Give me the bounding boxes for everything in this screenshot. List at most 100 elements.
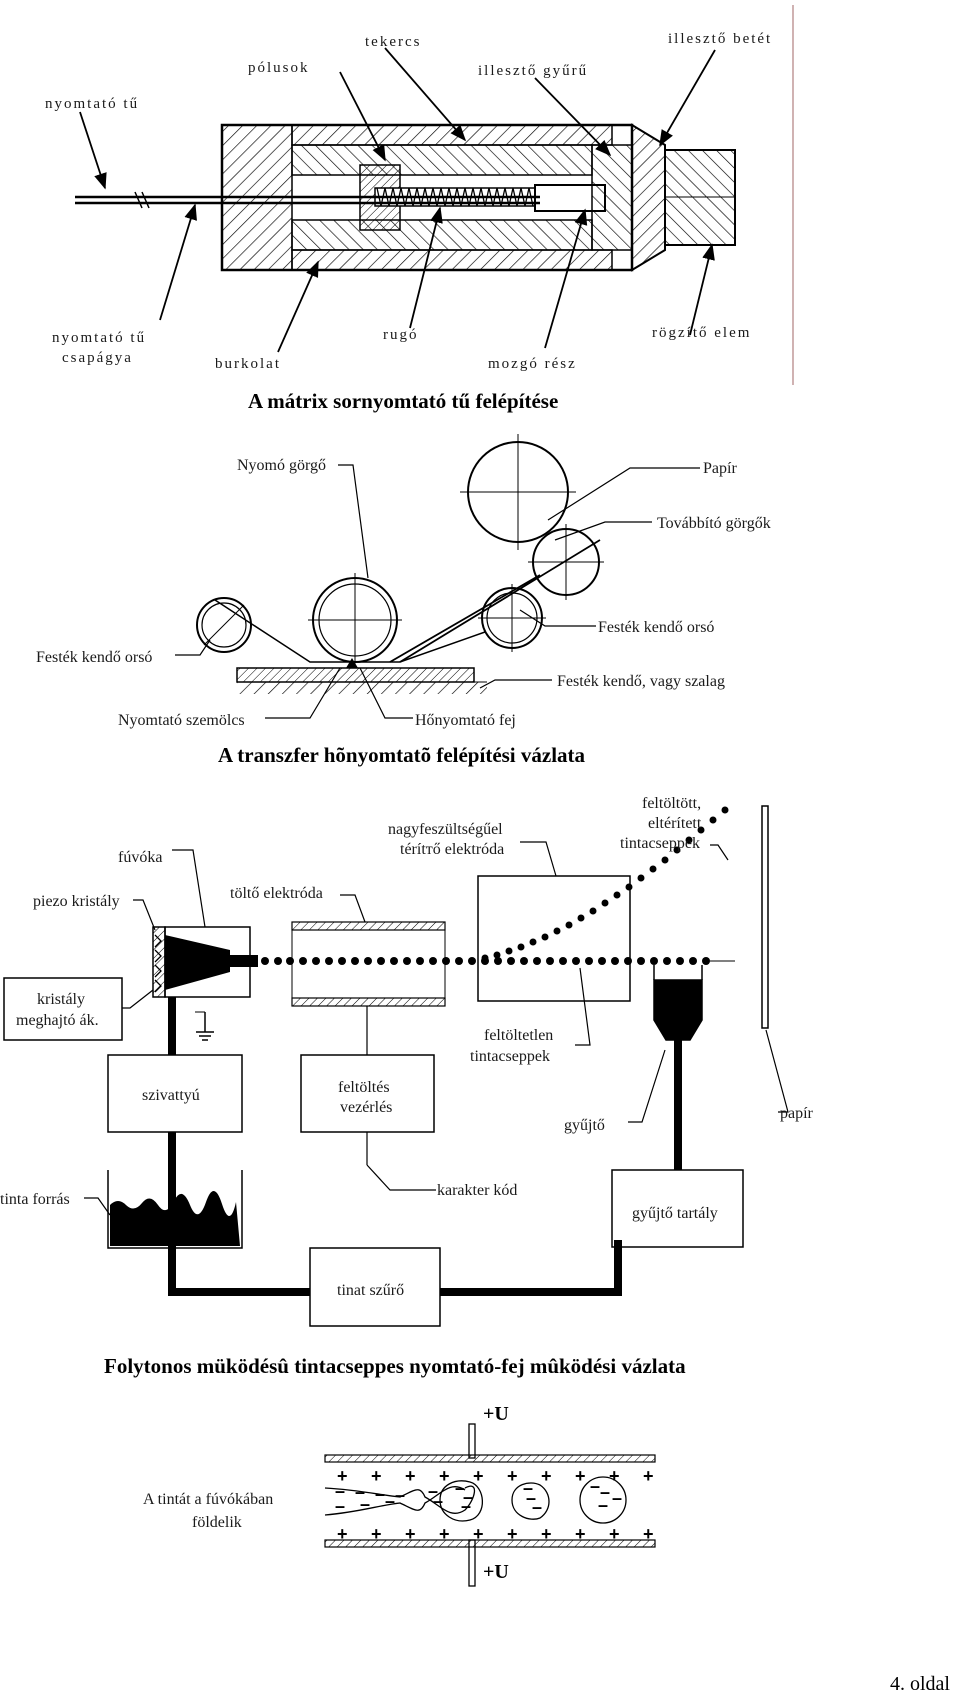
label-crystal-driver-2: meghajtó ák. xyxy=(16,1012,99,1029)
label-spring: rugó xyxy=(383,327,419,343)
coil-upper xyxy=(291,144,593,176)
needle-diagram xyxy=(75,5,794,385)
collector-tank-box xyxy=(611,1169,744,1248)
label-paper-d2: Papír xyxy=(703,460,737,477)
label-pressure-roller: Nyomó görgő xyxy=(237,457,326,474)
paper-sheet xyxy=(761,805,769,1029)
label-hv-electrode-1: nagyfeszültségűel xyxy=(388,821,503,838)
nozzle-cone xyxy=(165,935,230,990)
label-charged-1: feltöltött, xyxy=(642,795,701,812)
label-poles: pólusok xyxy=(248,60,310,76)
label-grounding-2: földelik xyxy=(192,1514,242,1531)
plus-sign: + xyxy=(507,1524,518,1544)
label-charged-2: eltérített xyxy=(648,815,702,832)
label-coil: tekercs xyxy=(365,34,421,50)
label-collector-tank: gyűjtő tartály xyxy=(632,1205,718,1222)
minus-sign: – xyxy=(395,1485,405,1505)
minus-sign: – xyxy=(598,1495,608,1515)
electrode-plate-bottom xyxy=(324,1539,656,1548)
pipes xyxy=(168,997,682,1296)
label-ink-source: tinta forrás xyxy=(0,1191,70,1208)
label-uncharged-2: tintacseppek xyxy=(470,1048,550,1065)
minus-sign: – xyxy=(428,1481,438,1501)
diagram3-title: Folytonos müködésû tintacseppes nyomtató… xyxy=(104,1354,686,1378)
diagram1-title: A mátrix sornyomtató tű felépítése xyxy=(248,389,558,413)
minus-sign: – xyxy=(532,1497,542,1517)
label-paper-d3: papír xyxy=(780,1105,814,1122)
label-ribbon-spool-left: Festék kendő orsó xyxy=(36,649,152,666)
label-fitting-ring: illesztő gyűrű xyxy=(478,63,588,79)
label-charged-3: tintacseppek xyxy=(620,835,700,852)
plus-sign: + xyxy=(337,1524,348,1544)
minus-sign: – xyxy=(360,1494,370,1514)
plus-sign: + xyxy=(473,1466,484,1486)
ribbon-spool-left xyxy=(196,597,252,653)
collector xyxy=(653,979,703,1041)
plus-sign: + xyxy=(405,1466,416,1486)
label-needle-bearing-1: nyomtató tű xyxy=(52,330,146,346)
label-collector: gyűjtő xyxy=(564,1117,605,1134)
label-uncharged-1: feltöltetlen xyxy=(484,1027,553,1044)
plus-sign: + xyxy=(643,1524,654,1544)
label-nozzle: fúvóka xyxy=(118,849,162,866)
minus-sign: – xyxy=(600,1482,610,1502)
label-charge-electrode: töltő elektróda xyxy=(230,885,323,902)
plus-sign: + xyxy=(439,1466,450,1486)
charge-electrode-top xyxy=(291,921,446,931)
plus-sign: + xyxy=(371,1524,382,1544)
label-grounding-1: A tintát a fúvókában xyxy=(143,1491,273,1508)
coil-lower xyxy=(291,219,593,251)
page-number: 4. oldal xyxy=(890,1673,950,1691)
plus-sign: + xyxy=(575,1466,586,1486)
housing-bottom-wall xyxy=(291,249,613,271)
label-hv-electrode-2: térítтő elektróda xyxy=(400,841,504,858)
plus-sign: + xyxy=(405,1524,416,1544)
minus-sign: – xyxy=(455,1478,465,1498)
charged-drops xyxy=(481,806,729,962)
plus-sign: + xyxy=(439,1524,450,1544)
minus-sign: – xyxy=(355,1482,365,1502)
electrode-top-terminal xyxy=(468,1423,476,1459)
fitting-ring-block xyxy=(591,144,633,251)
plus-sign: + xyxy=(575,1524,586,1544)
ink-filter-box xyxy=(309,1247,441,1327)
minus-sign: – xyxy=(335,1496,345,1516)
minus-sign: – xyxy=(335,1481,345,1501)
label-moving-part: mozgó rész xyxy=(488,356,577,372)
plus-sign: + xyxy=(337,1466,348,1486)
label-feed-rollers: Továbbító görgők xyxy=(657,515,771,532)
label-piezo: piezo kristály xyxy=(33,893,120,910)
label-pump: szivattyú xyxy=(142,1087,200,1104)
label-printer-dot: Nyomtató szemölcs xyxy=(118,712,245,729)
label-ribbon-spool-right: Festék kendő orsó xyxy=(598,619,714,636)
label-voltage-top: +U xyxy=(483,1403,509,1425)
electrode-plate-top xyxy=(324,1454,656,1463)
diagram2-title: A transzfer hõnyomtatõ felépítési vázlat… xyxy=(218,743,586,767)
minus-sign: – xyxy=(526,1488,536,1508)
plus-sign: + xyxy=(473,1524,484,1544)
inkjet-diagram xyxy=(84,805,789,1327)
minus-sign: – xyxy=(461,1496,471,1516)
minus-sign: – xyxy=(433,1491,443,1511)
plus-sign: + xyxy=(609,1466,620,1486)
plus-sign: + xyxy=(507,1466,518,1486)
label-thermal-head: Hőnyomtató fej xyxy=(415,712,516,729)
label-fitting-insert: illesztő betét xyxy=(668,31,772,47)
label-printer-needle: nyomtató tű xyxy=(45,96,139,112)
negative-charges: ––––––––––––––––––– xyxy=(335,1476,622,1517)
plus-sign: + xyxy=(541,1466,552,1486)
minus-sign: – xyxy=(375,1484,385,1504)
uncharged-drops xyxy=(261,957,710,965)
label-charge-control-2: vezérlés xyxy=(340,1099,392,1116)
plus-sign: + xyxy=(643,1466,654,1486)
label-ink-filter: tinat szűrő xyxy=(337,1282,404,1299)
label-fixing-element: rögzítő elem xyxy=(652,325,751,341)
label-ribbon: Festék kendő, vagy szalag xyxy=(557,673,725,690)
minus-sign: – xyxy=(590,1476,600,1496)
label-voltage-bottom: +U xyxy=(483,1561,509,1583)
charging-diagram xyxy=(324,1423,656,1587)
piezo-crystal xyxy=(152,926,166,998)
minus-sign: – xyxy=(385,1491,395,1511)
charge-electrode-bottom xyxy=(291,997,446,1007)
